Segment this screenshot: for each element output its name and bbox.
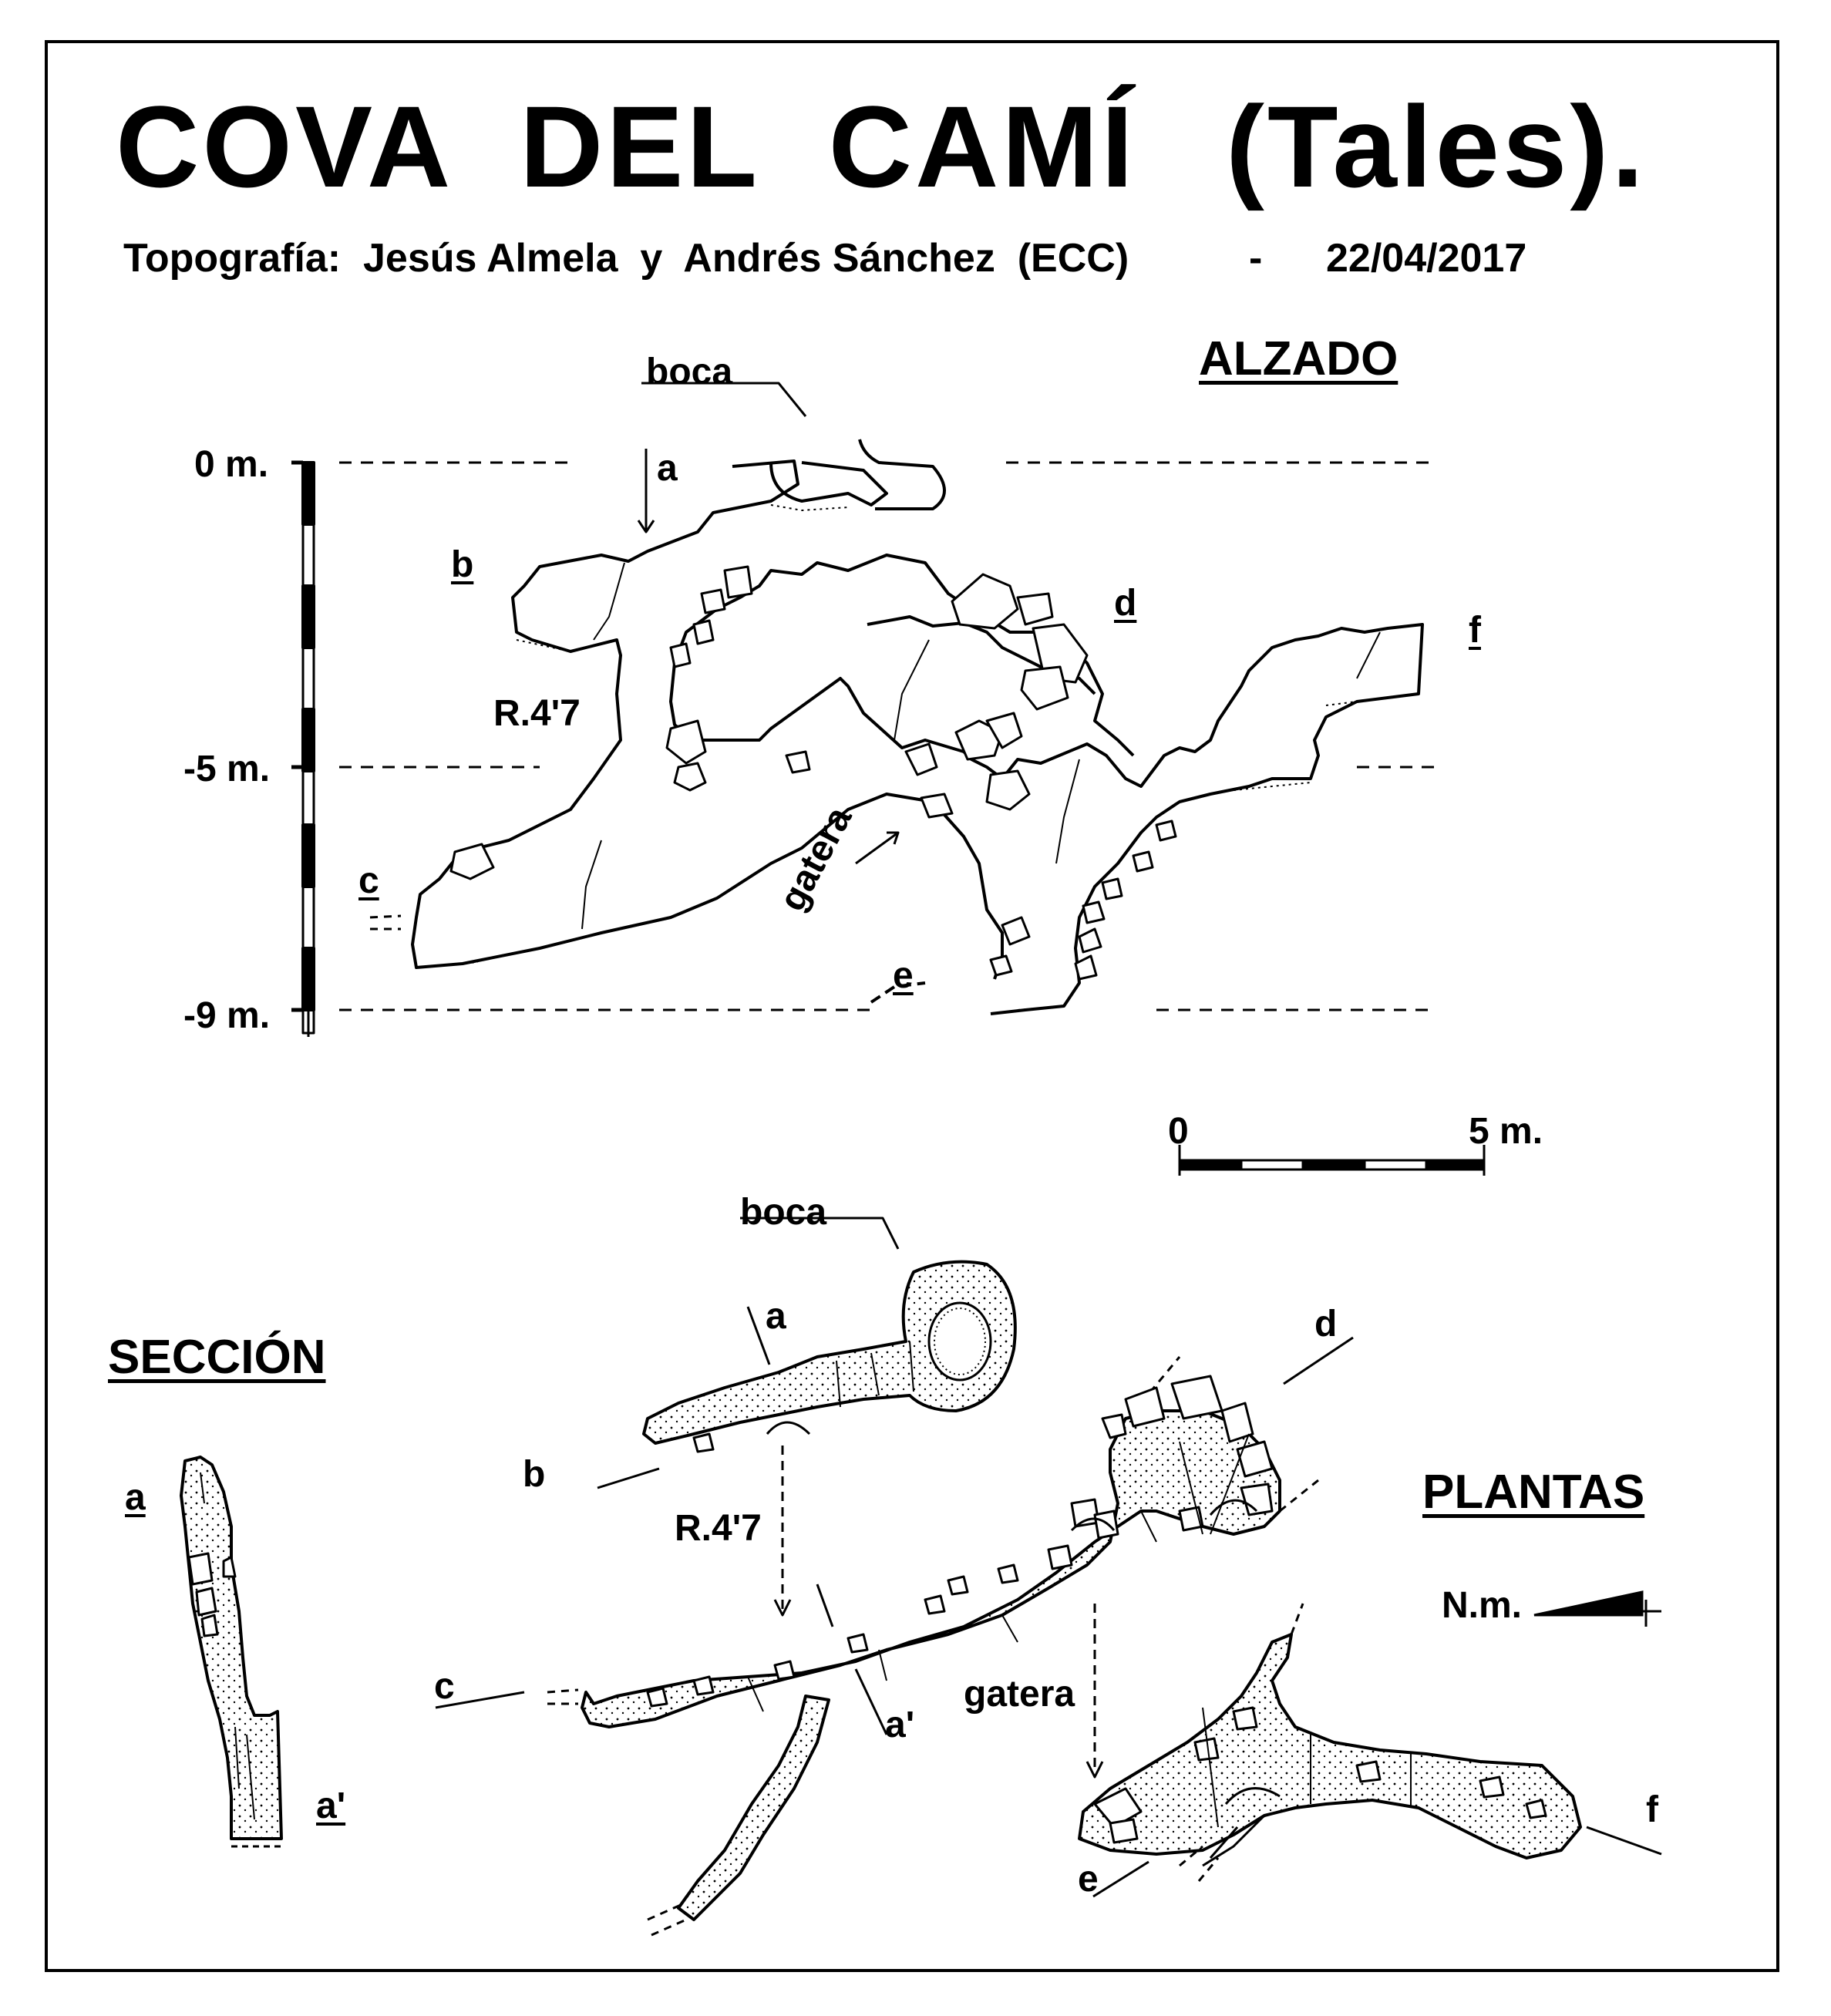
plan-point-a2: a' bbox=[885, 1705, 915, 1745]
datum-lines bbox=[339, 461, 1434, 1011]
depth-label-5: -5 m. bbox=[183, 749, 271, 789]
elevation-point-b: b bbox=[451, 544, 474, 585]
north-label: N.m. bbox=[1442, 1585, 1523, 1626]
plan-view bbox=[435, 1217, 1662, 1937]
elevation-heading: ALZADO bbox=[1199, 332, 1398, 385]
plan-point-c: c bbox=[434, 1666, 455, 1707]
scale-bar bbox=[1178, 1145, 1486, 1176]
plan-point-e: e bbox=[1078, 1859, 1099, 1900]
plan-point-d: d bbox=[1314, 1304, 1338, 1345]
plan-point-f: f bbox=[1646, 1789, 1658, 1830]
scale-label-start: 0 bbox=[1168, 1111, 1189, 1152]
plan-point-b: b bbox=[523, 1454, 546, 1495]
plan-entrance-label: boca bbox=[740, 1192, 827, 1233]
survey-date: 22/04/2017 bbox=[1326, 236, 1527, 281]
section-point-a2: a' bbox=[316, 1785, 346, 1826]
credits-dash: - bbox=[1249, 236, 1263, 281]
elevation-point-d: d bbox=[1114, 583, 1137, 624]
depth-ruler bbox=[291, 460, 315, 1037]
depth-label-9: -9 m. bbox=[183, 995, 271, 1036]
survey-credits: Topografía: Jesús Almela y Andrés Sánche… bbox=[123, 235, 1526, 281]
elevation-point-e: e bbox=[893, 955, 914, 996]
scale-label-end: 5 m. bbox=[1469, 1111, 1543, 1152]
plan-crawl-label: gatera bbox=[964, 1674, 1075, 1715]
section-heading: SECCIÓN bbox=[108, 1331, 326, 1384]
plan-heading: PLANTAS bbox=[1422, 1466, 1645, 1519]
map-title: COVA DEL CAMÍ(Tales). bbox=[116, 89, 1644, 204]
map-frame bbox=[45, 40, 1779, 1972]
elevation-point-c: c bbox=[358, 860, 379, 901]
elevation-boulders bbox=[449, 565, 1177, 981]
elevation-pitch-label: R.4'7 bbox=[493, 693, 581, 734]
plan-point-a: a bbox=[766, 1296, 786, 1337]
section-profile bbox=[180, 1456, 283, 1848]
credits-authors: Topografía: Jesús Almela y Andrés Sánche… bbox=[123, 236, 1129, 281]
elevation-point-f: f bbox=[1469, 610, 1481, 651]
elevation-profile bbox=[291, 382, 1434, 1037]
depth-label-0: 0 m. bbox=[194, 444, 269, 485]
plan-pitch-label: R.4'7 bbox=[675, 1508, 762, 1549]
elevation-entrance-label: boca bbox=[646, 352, 733, 392]
cave-name: COVA DEL CAMÍ bbox=[116, 82, 1136, 211]
north-arrow bbox=[1533, 1590, 1661, 1627]
locality-name: (Tales). bbox=[1226, 82, 1648, 211]
elevation-point-a: a bbox=[657, 448, 678, 489]
section-point-a: a bbox=[125, 1477, 146, 1518]
